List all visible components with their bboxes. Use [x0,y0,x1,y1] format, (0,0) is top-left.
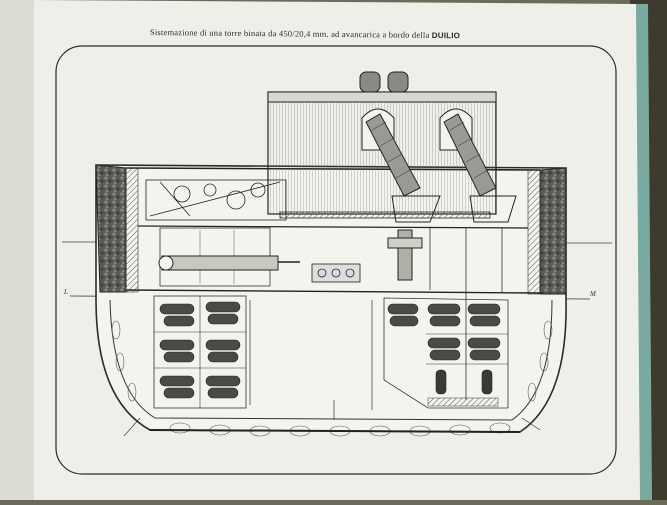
waterline-label-right: M [590,290,596,298]
armor-backing-right [527,169,541,295]
cover-edge [636,4,652,500]
inner-bottom [109,299,553,421]
caption-ship-name: DUILIO [431,30,461,41]
sighting-hood-right [387,71,409,93]
shells-right [435,369,493,395]
powder-charges-right [387,303,501,361]
battery-deck [137,225,529,229]
pumps [311,263,361,283]
waterline-label-left: L [64,288,68,296]
armor-belt-left [95,164,127,293]
armor-belt-right [539,167,567,295]
armored-deck [125,289,541,294]
sighting-hood-left [359,71,381,93]
loading-gear [145,179,287,221]
roller-path [279,211,491,219]
powder-charges-left [159,301,241,399]
left-page-edge [0,0,34,500]
hydraulic-rammer [158,255,300,271]
gun-left [365,113,421,197]
magazine-left [153,295,247,409]
armor-backing-left [125,167,139,293]
plate-frame [55,45,617,475]
gun-right [443,113,497,197]
turret-roof [267,91,497,103]
magazine-right [383,297,509,409]
